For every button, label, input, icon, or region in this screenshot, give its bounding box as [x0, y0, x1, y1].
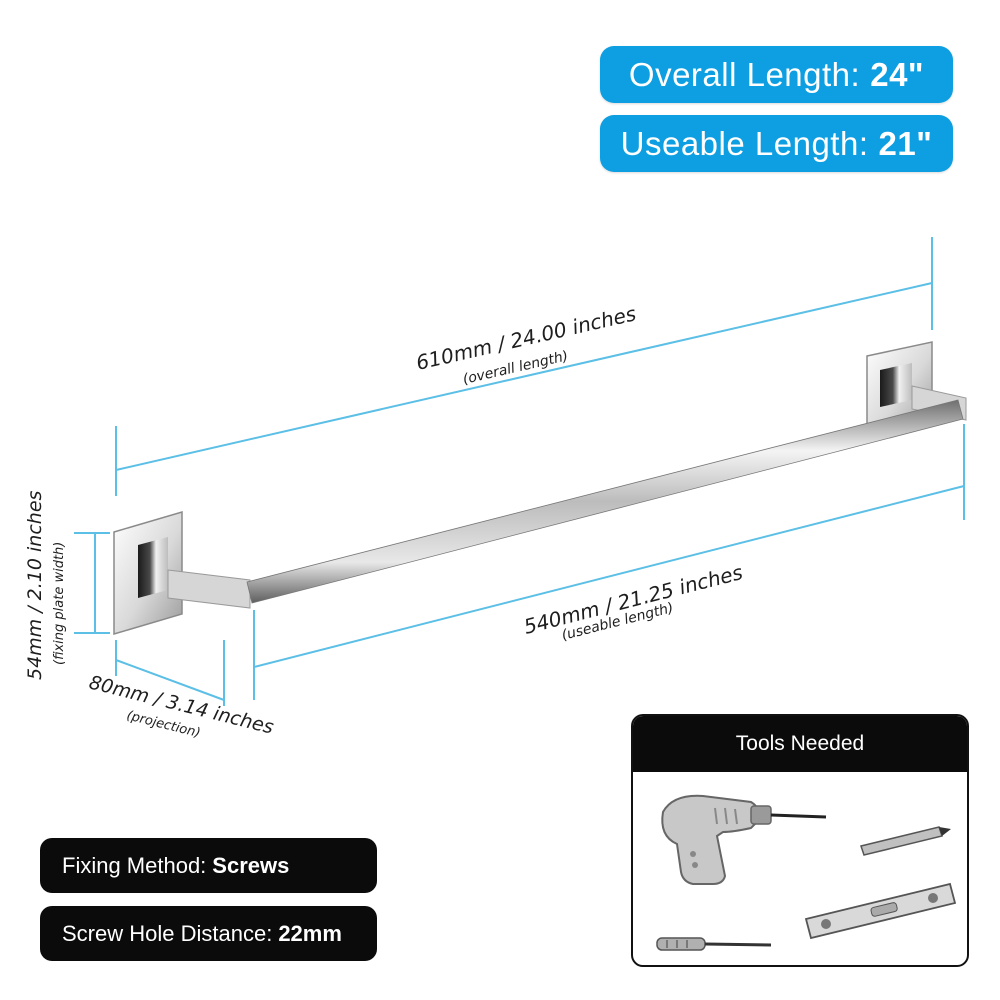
useable-dimension-text: 540mm / 21.25 inches	[521, 560, 745, 639]
useable-length-badge: Useable Length: 21"	[600, 115, 953, 172]
useable-length-line	[253, 485, 965, 668]
left-bracket-block	[138, 537, 168, 598]
overall-length-value: 24"	[870, 55, 925, 93]
useable-length-label: Useable Length:	[620, 124, 869, 162]
dimension-lines	[74, 237, 965, 706]
spirit-level-icon	[804, 882, 957, 940]
screw-hole-distance-label: Screw Hole Distance: 22mm	[40, 906, 377, 961]
projection-line	[115, 659, 225, 701]
drill-icon	[661, 794, 827, 885]
fixing-method-key: Fixing Method:	[62, 852, 207, 878]
fixing-method-label: Fixing Method: Screws	[40, 838, 377, 893]
plate-dimension-subtext: (fixing plate width)	[52, 542, 67, 665]
left-bracket	[113, 510, 251, 636]
screw-hole-distance-key: Screw Hole Distance:	[62, 920, 273, 946]
overall-length-line	[115, 282, 933, 471]
tools-needed-panel: Tools Needed	[631, 714, 969, 967]
left-bracket-arm	[167, 569, 251, 609]
right-bracket-block	[880, 363, 912, 407]
towel-bar	[246, 399, 964, 604]
screwdriver-icon	[656, 937, 772, 951]
overall-length-label: Overall Length:	[628, 55, 861, 93]
tools-needed-title: Tools Needed	[633, 716, 967, 772]
useable-length-value: 21"	[878, 124, 933, 162]
overall-length-badge: Overall Length: 24"	[600, 46, 953, 103]
tools-illustration	[656, 794, 957, 951]
fixing-method-value: Screws	[212, 852, 290, 878]
plate-dimension-text: 54mm / 2.10 inches	[24, 490, 46, 680]
screw-hole-distance-value: 22mm	[278, 920, 342, 946]
pencil-icon	[860, 826, 951, 856]
